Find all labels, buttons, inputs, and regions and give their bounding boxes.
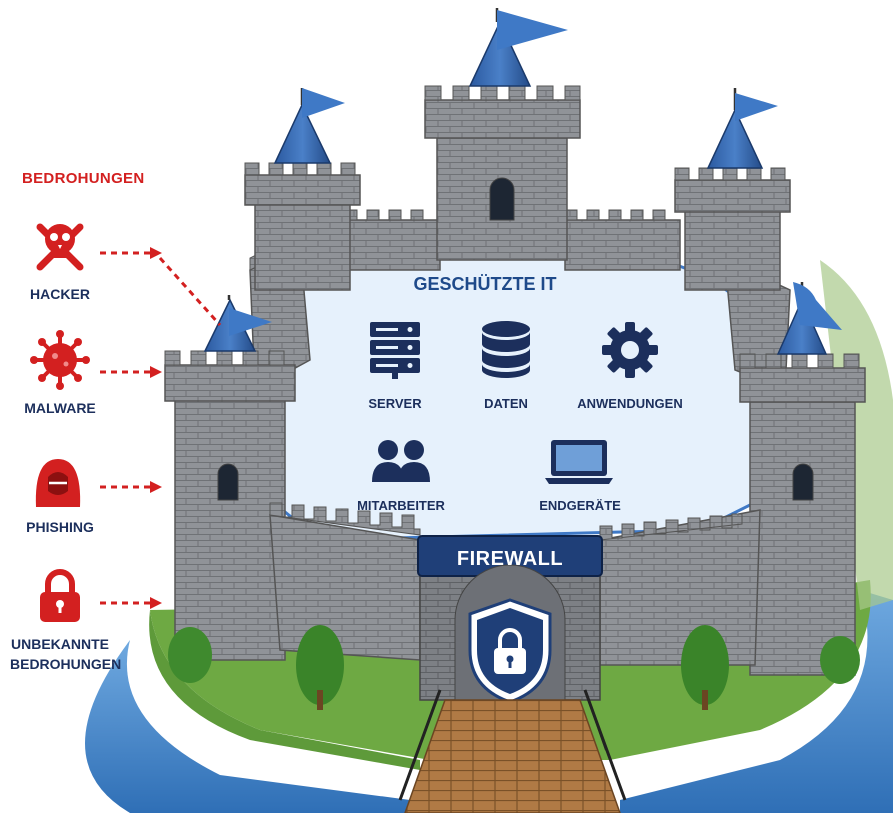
threat-label-unknown-1: UNBEKANNTE bbox=[11, 636, 109, 652]
threat-arrows bbox=[100, 251, 222, 605]
padlock-icon bbox=[40, 569, 80, 622]
users-icon bbox=[372, 440, 430, 482]
drawbridge bbox=[398, 689, 627, 813]
skull-crossbones-icon bbox=[36, 223, 84, 271]
laptop-icon bbox=[545, 440, 613, 484]
it-label-daten: DATEN bbox=[484, 396, 528, 411]
trees bbox=[168, 625, 860, 710]
arrow-heads bbox=[150, 247, 162, 609]
database-icon bbox=[482, 321, 530, 378]
it-label-mitarbeiter: MITARBEITER bbox=[357, 498, 445, 513]
gear-icon bbox=[602, 322, 658, 378]
it-label-anwendungen: ANWENDUNGEN bbox=[577, 396, 683, 411]
shield-lock-icon bbox=[468, 598, 552, 704]
firewall-label: FIREWALL bbox=[456, 548, 564, 570]
tower-back-right bbox=[674, 88, 791, 291]
hooded-hacker-icon bbox=[35, 459, 81, 507]
virus-icon bbox=[30, 330, 90, 390]
back-wall bbox=[344, 209, 681, 271]
it-label-server: SERVER bbox=[368, 396, 422, 411]
protected-it-title: GESCHÜTZTE IT bbox=[413, 274, 557, 294]
threat-label-hacker: HACKER bbox=[30, 286, 90, 302]
tower-back-left bbox=[244, 88, 361, 291]
front-wall bbox=[269, 502, 761, 666]
threat-label-phishing: PHISHING bbox=[26, 519, 94, 535]
it-label-endgeraete: ENDGERÄTE bbox=[539, 498, 621, 513]
threat-label-unknown-2: BEDROHUNGEN bbox=[10, 656, 122, 672]
tower-main bbox=[424, 8, 581, 261]
server-icon bbox=[370, 322, 420, 379]
tower-front-right bbox=[739, 282, 866, 676]
threats-title: BEDROHUNGEN bbox=[22, 170, 145, 187]
threat-label-malware: MALWARE bbox=[24, 400, 96, 416]
